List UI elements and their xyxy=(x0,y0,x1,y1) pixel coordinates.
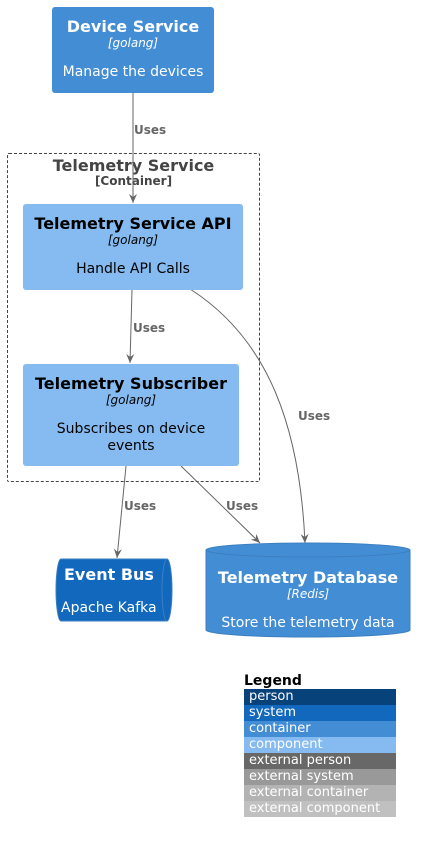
telemetry-api-tech: [golang] xyxy=(107,233,159,247)
edge-api-to-subscriber xyxy=(126,289,135,364)
edge-subscriber-to-bus xyxy=(113,465,127,559)
telemetry-api-title: Telemetry Service API xyxy=(34,214,232,233)
edge-api-to-db xyxy=(189,288,309,544)
legend-item-system: system xyxy=(244,705,396,721)
edge-label-api-to-subscriber: Uses xyxy=(133,321,166,335)
device-service-tech: [golang] xyxy=(107,36,159,50)
telemetry-api-node[interactable]: Telemetry Service API [golang] Handle AP… xyxy=(23,204,243,290)
legend-title: Legend xyxy=(244,673,302,689)
legend-item-external-component: external component xyxy=(244,801,396,817)
edge-label-subscriber-to-bus: Uses xyxy=(124,499,157,513)
edge-label-api-to-db: Uses xyxy=(298,409,331,423)
device-service-node[interactable]: Device Service [golang] Manage the devic… xyxy=(52,7,214,93)
telemetry-api-desc: Handle API Calls xyxy=(76,261,190,277)
legend-item-external-person: external person xyxy=(244,753,396,769)
telemetry-db-tech: [Redis] xyxy=(286,587,330,601)
event-bus-title: Event Bus xyxy=(64,565,154,584)
legend-item-external-container: external container xyxy=(244,785,396,801)
event-bus-desc: Apache Kafka xyxy=(61,600,157,616)
legend: Legend person system container component… xyxy=(244,673,396,817)
edge-label-subscriber-to-db: Uses xyxy=(226,499,259,513)
telemetry-db-shape[interactable] xyxy=(205,542,412,638)
legend-item-container: container xyxy=(244,721,396,737)
device-service-title: Device Service xyxy=(66,17,200,36)
telemetry-subscriber-tech: [golang] xyxy=(105,393,157,407)
edge-subscriber-to-db xyxy=(180,465,261,544)
telemetry-subscriber-node[interactable]: Telemetry Subscriber [golang] Subscribes… xyxy=(23,364,239,466)
device-service-desc: Manage the devices xyxy=(62,64,204,80)
legend-item-component: component xyxy=(244,737,396,753)
event-bus-shape[interactable] xyxy=(55,558,173,622)
legend-item-external-system: external system xyxy=(244,769,396,785)
legend-item-person: person xyxy=(244,689,396,705)
telemetry-db-desc: Store the telemetry data xyxy=(221,615,395,631)
telemetry-db-text: Telemetry Database [Redis] Store the tel… xyxy=(205,568,411,632)
telemetry-subscriber-desc: Subscribes on device events xyxy=(56,421,206,454)
telemetry-subscriber-title: Telemetry Subscriber xyxy=(35,374,227,393)
edge-label-device-to-api: Uses xyxy=(134,123,167,137)
telemetry-db-title: Telemetry Database xyxy=(217,568,399,587)
